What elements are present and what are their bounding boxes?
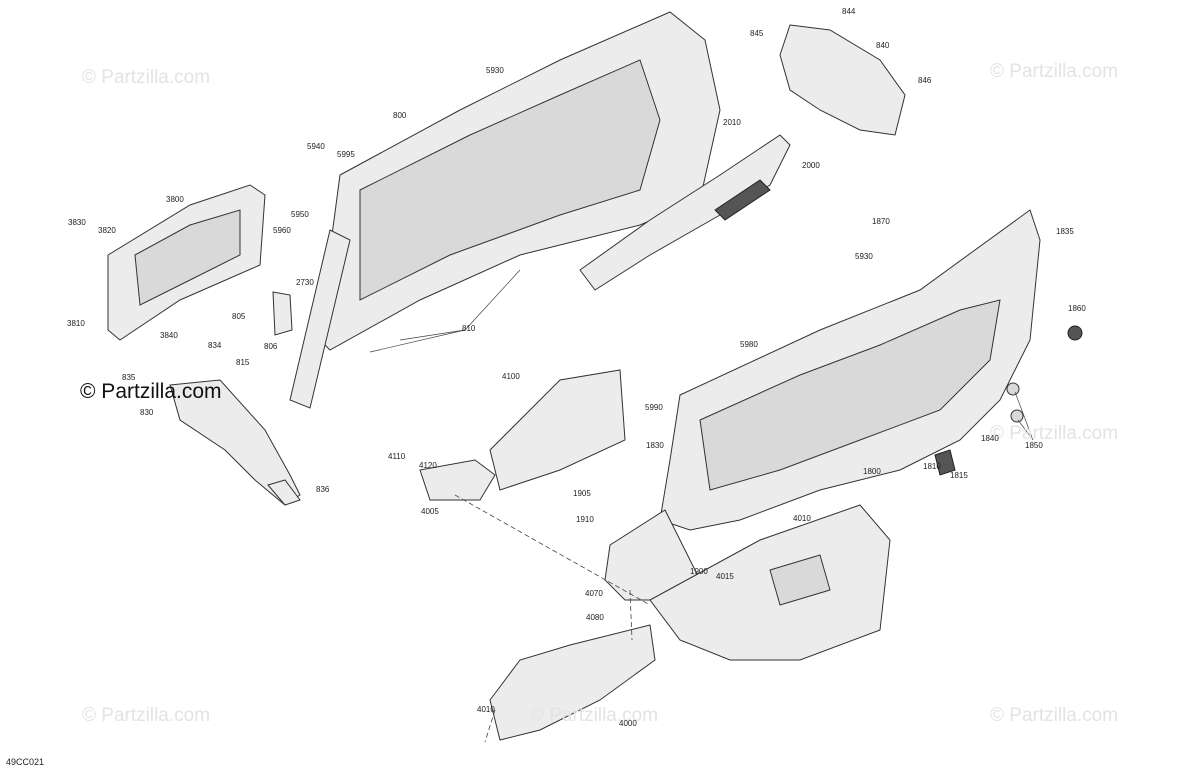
- callout-1800: 1800: [863, 467, 881, 476]
- callout-845: 845: [750, 29, 764, 38]
- callout-3810: 3810: [67, 319, 85, 328]
- watermark-5: © Partzilla.com: [990, 705, 1119, 726]
- assembly-dashed-line-3: [484, 709, 496, 743]
- callout-806: 806: [264, 342, 278, 351]
- callout-834: 834: [208, 341, 222, 350]
- assembly-dashed-line-2: [629, 589, 633, 641]
- callout-1835: 1835: [1056, 227, 1074, 236]
- callout-3840: 3840: [160, 331, 178, 340]
- callout-846: 846: [918, 76, 932, 85]
- assembly-dashed-line: [454, 494, 651, 606]
- callout-1900: 1900: [690, 567, 708, 576]
- rail-2000: [579, 134, 791, 291]
- callout-1910: 1910: [576, 515, 594, 524]
- callout-4010-a: 4010: [793, 514, 811, 523]
- callout-5995: 5995: [337, 150, 355, 159]
- callout-4110: 4110: [388, 452, 406, 461]
- tunnel-4010-detail: [769, 554, 831, 606]
- panel-1800-inner: [699, 299, 1001, 491]
- tube-836: [267, 479, 301, 506]
- callout-4120: 4120: [419, 461, 437, 470]
- callout-4015: 4015: [716, 572, 734, 581]
- watermark-3: © Partzilla.com: [990, 423, 1119, 444]
- leader-1850-a: [1014, 391, 1034, 441]
- callout-3820: 3820: [98, 226, 116, 235]
- callout-830: 830: [140, 408, 154, 417]
- callout-836: 836: [316, 485, 330, 494]
- callout-1850: 1850: [1025, 441, 1043, 450]
- grommet-1850-a: [1006, 382, 1020, 396]
- callout-1840: 1840: [981, 434, 999, 443]
- callout-1870: 1870: [872, 217, 890, 226]
- rear-panel-inner: [359, 59, 661, 301]
- callout-1860: 1860: [1068, 304, 1086, 313]
- leader-1850-b: [1017, 419, 1034, 441]
- figure-code: 49CC021: [6, 757, 45, 767]
- callout-2010: 2010: [723, 118, 741, 127]
- callout-835: 835: [122, 373, 136, 382]
- cover-4100: [489, 369, 626, 491]
- callout-810: 810: [462, 324, 476, 333]
- callout-4010-b: 4010: [477, 705, 495, 714]
- plate-805: [272, 291, 293, 336]
- watermark-6: © Partzilla.com: [530, 705, 659, 726]
- bracket-840: [779, 24, 906, 136]
- callout-1830: 1830: [646, 441, 664, 450]
- callout-2730: 2730: [296, 278, 314, 287]
- callout-4000: 4000: [619, 719, 637, 728]
- callout-5940: 5940: [307, 142, 325, 151]
- callout-5930-b: 5930: [855, 252, 873, 261]
- rear-panel-side-strut: [289, 229, 351, 409]
- watermark-4: © Partzilla.com: [82, 705, 211, 726]
- callout-1810: 1810: [923, 462, 941, 471]
- callout-5960: 5960: [273, 226, 291, 235]
- watermark-main: © Partzilla.com: [80, 380, 222, 403]
- component-1810: [934, 449, 956, 476]
- callout-4005: 4005: [421, 507, 439, 516]
- callout-800: 800: [393, 111, 407, 120]
- rail-2000-grille: [714, 179, 771, 221]
- callout-4100: 4100: [502, 372, 520, 381]
- callout-5990: 5990: [645, 403, 663, 412]
- panel-3800-recess: [134, 209, 241, 306]
- callout-3830: 3830: [68, 218, 86, 227]
- callout-2000: 2000: [802, 161, 820, 170]
- tunnel-4010: [649, 504, 891, 661]
- callout-815: 815: [236, 358, 250, 367]
- watermark-1: © Partzilla.com: [82, 67, 211, 88]
- callout-805: 805: [232, 312, 246, 321]
- callout-5980: 5980: [740, 340, 758, 349]
- callout-5950: 5950: [291, 210, 309, 219]
- leader-810-b: [369, 329, 466, 353]
- tunnel-4000: [489, 624, 656, 741]
- bracket-4005: [419, 459, 496, 501]
- callout-1815: 1815: [950, 471, 968, 480]
- callout-844: 844: [842, 7, 856, 16]
- callout-840: 840: [876, 41, 890, 50]
- callout-1905: 1905: [573, 489, 591, 498]
- watermark-2: © Partzilla.com: [990, 61, 1119, 82]
- grommet-1860: [1067, 325, 1083, 341]
- callout-3800: 3800: [166, 195, 184, 204]
- callout-4070: 4070: [585, 589, 603, 598]
- callout-4080: 4080: [586, 613, 604, 622]
- callout-5930-a: 5930: [486, 66, 504, 75]
- grommet-1850-b: [1010, 409, 1024, 423]
